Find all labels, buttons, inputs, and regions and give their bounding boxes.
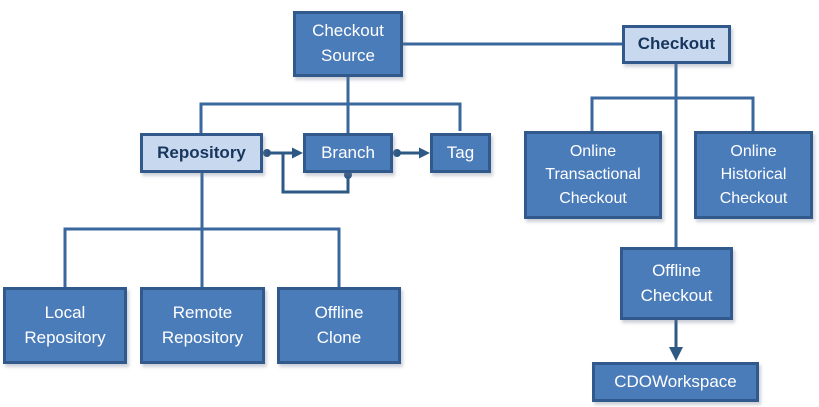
edge-checkout-tree-bar (590, 96, 755, 131)
node-repository-label: Repository (157, 142, 246, 162)
node-checkout-source-label: Checkout Source (312, 21, 384, 65)
node-online-transactional-checkout: Online Transactional Checkout (524, 131, 662, 219)
node-local-repository-label: Local Repository (24, 302, 106, 347)
node-checkout: Checkout (622, 25, 731, 64)
node-tag: Tag (430, 133, 491, 173)
node-cdoworkspace: CDOWorkspace (592, 362, 759, 402)
node-online-transactional-checkout-label: Online Transactional Checkout (545, 143, 641, 207)
node-branch: Branch (303, 133, 393, 173)
node-remote-repository-label: Remote Repository (161, 302, 244, 347)
node-remote-repository: Remote Repository (140, 287, 265, 364)
node-checkout-source: Checkout Source (293, 11, 403, 77)
edge-offlinecheckout-cdoworkspace-arrowhead (669, 347, 683, 361)
node-offline-clone-label: Offline Clone (314, 302, 364, 347)
node-offline-checkout: Offline Checkout (620, 247, 733, 320)
edge-branch-tag-arrowhead (419, 147, 430, 159)
node-repository: Repository (140, 133, 263, 173)
node-online-historical-checkout: Online Historical Checkout (694, 131, 813, 219)
node-tag-label: Tag (446, 142, 475, 162)
node-local-repository: Local Repository (3, 287, 127, 364)
edge-checkoutsource-tree-bar (199, 102, 462, 133)
node-offline-clone: Offline Clone (277, 287, 401, 364)
node-checkout-label: Checkout (637, 34, 716, 54)
edge-repository-tree-bar (63, 227, 341, 287)
node-cdoworkspace-label: CDOWorkspace (614, 371, 737, 391)
node-online-historical-checkout-label: Online Historical Checkout (719, 143, 788, 207)
edge-repository-branch-arrowhead (292, 147, 303, 159)
node-branch-label: Branch (321, 142, 375, 162)
node-offline-checkout-label: Offline Checkout (640, 260, 713, 305)
edge-branch-self (281, 154, 350, 194)
